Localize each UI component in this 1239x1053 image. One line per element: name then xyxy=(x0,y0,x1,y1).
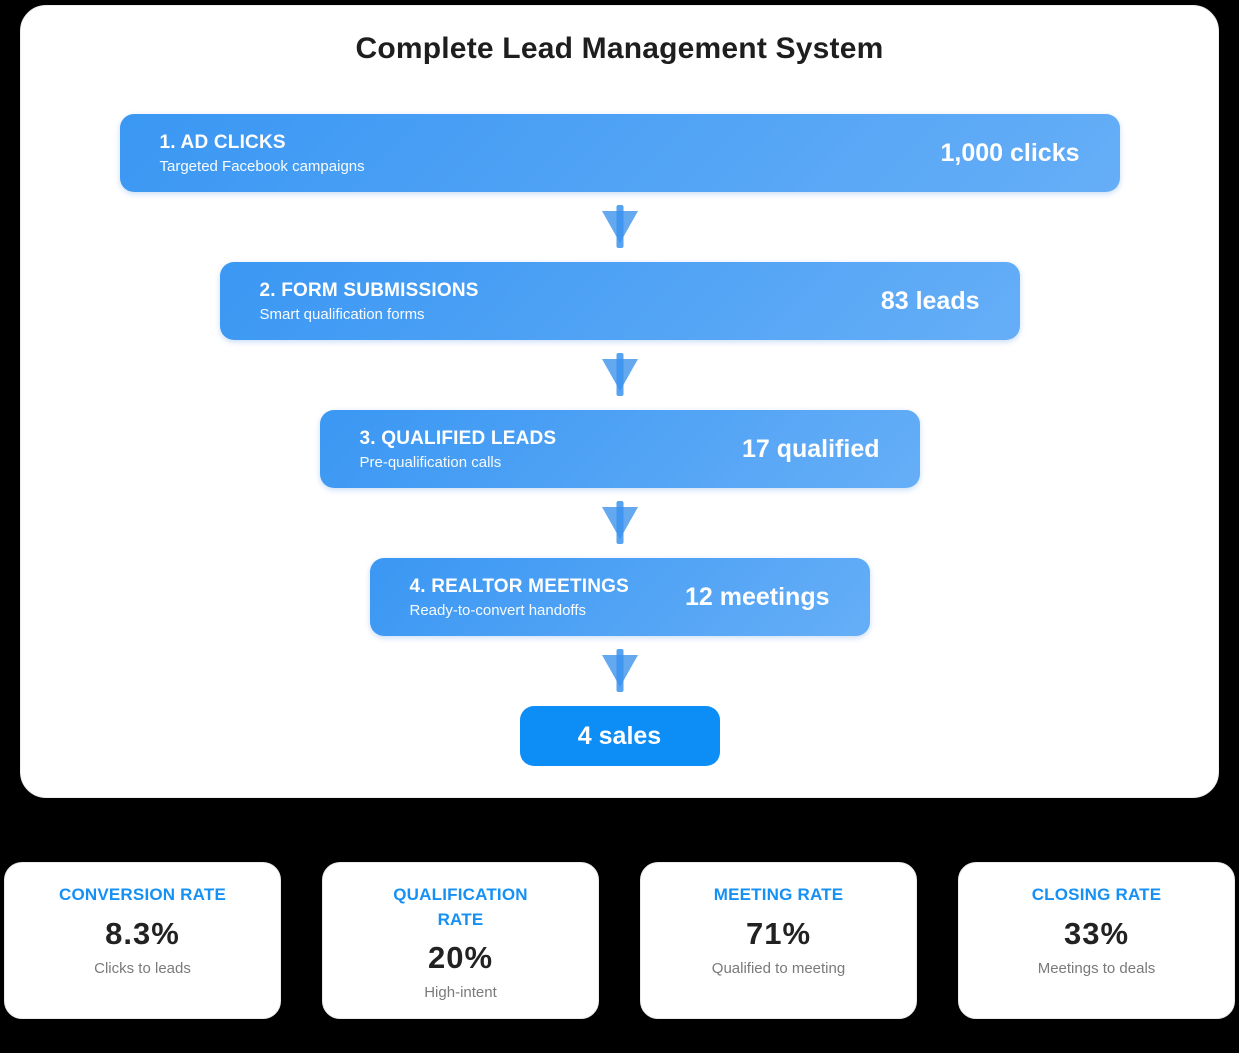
page-title: Complete Lead Management System xyxy=(355,32,884,65)
stage-label: 4. REALTOR MEETINGS xyxy=(409,575,630,597)
stat-value: 8.3% xyxy=(105,915,180,951)
stat-card-conversion-rate: CONVERSION RATE 8.3% Clicks to leads xyxy=(4,862,281,1019)
funnel-stage-form-submissions: 2. FORM SUBMISSIONS Smart qualification … xyxy=(219,262,1020,340)
down-arrow-icon xyxy=(600,192,640,262)
funnel-diagram: 1. AD CLICKS Targeted Facebook campaigns… xyxy=(21,114,1218,766)
stat-title: CLOSING RATE xyxy=(1031,885,1162,904)
funnel-final-sales: 4 sales xyxy=(519,706,720,766)
stat-card-meeting-rate: MEETING RATE 71% Qualified to meeting xyxy=(640,862,917,1019)
stage-text: 2. FORM SUBMISSIONS Smart qualification … xyxy=(260,280,479,323)
stage-sublabel: Ready-to-convert handoffs xyxy=(409,601,587,619)
stat-caption: Meetings to deals xyxy=(1037,959,1156,977)
stage-value: 1,000 clicks xyxy=(940,138,1080,167)
stat-title: CONVERSION RATE xyxy=(58,885,227,904)
stat-card-closing-rate: CLOSING RATE 33% Meetings to deals xyxy=(958,862,1235,1019)
stage-text: 3. QUALIFIED LEADS Pre-qualification cal… xyxy=(360,428,557,471)
stat-caption: Qualified to meeting xyxy=(711,959,846,977)
down-arrow-icon xyxy=(600,488,640,558)
down-arrow-icon xyxy=(600,340,640,410)
funnel-stage-ad-clicks: 1. AD CLICKS Targeted Facebook campaigns… xyxy=(119,114,1120,192)
funnel-stage-qualified-leads: 3. QUALIFIED LEADS Pre-qualification cal… xyxy=(319,410,920,488)
stage-value: 83 leads xyxy=(880,286,980,315)
stage-label: 1. AD CLICKS xyxy=(159,131,286,153)
funnel-stage-realtor-meetings: 4. REALTOR MEETINGS Ready-to-convert han… xyxy=(369,558,870,636)
stat-caption: Clicks to leads xyxy=(94,959,191,977)
stat-caption: High-intent xyxy=(424,984,497,1002)
stat-card-qualification-rate: QUALIFICATION RATE 20% High-intent xyxy=(322,862,599,1019)
stat-value: 71% xyxy=(745,915,812,951)
stage-sublabel: Pre-qualification calls xyxy=(359,453,502,471)
stat-title: MEETING RATE xyxy=(713,885,844,904)
stage-sublabel: Smart qualification forms xyxy=(259,305,425,323)
stage-value: 17 qualified xyxy=(741,434,880,463)
stage-sublabel: Targeted Facebook campaigns xyxy=(159,157,365,175)
stage-text: 4. REALTOR MEETINGS Ready-to-convert han… xyxy=(410,576,630,619)
stage-text: 1. AD CLICKS Targeted Facebook campaigns xyxy=(160,132,365,175)
stage-value: 12 meetings xyxy=(684,582,830,611)
stat-title: QUALIFICATION RATE xyxy=(393,885,528,929)
stage-label: 3. QUALIFIED LEADS xyxy=(359,427,557,449)
stage-label: 2. FORM SUBMISSIONS xyxy=(259,279,479,301)
lead-management-card: Complete Lead Management System 1. AD CL… xyxy=(20,5,1219,798)
down-arrow-icon xyxy=(600,636,640,706)
stats-row: CONVERSION RATE 8.3% Clicks to leads QUA… xyxy=(0,862,1239,1019)
stat-value: 20% xyxy=(427,940,494,976)
stat-value: 33% xyxy=(1063,915,1130,951)
